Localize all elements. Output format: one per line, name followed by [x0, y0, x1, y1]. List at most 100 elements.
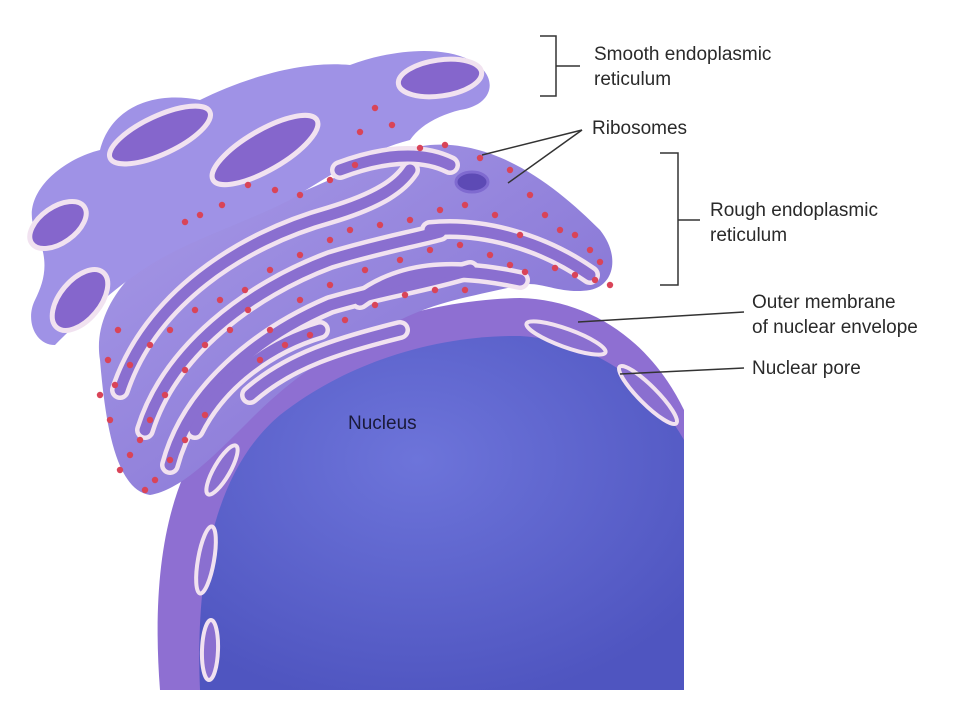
- ribosome-dot: [326, 281, 334, 289]
- ribosome-dot: [461, 201, 469, 209]
- ribosome-dot: [266, 266, 274, 274]
- er-vesicle: [454, 170, 490, 194]
- label-nucleus-text: Nucleus: [348, 413, 417, 434]
- ribosome-dot: [436, 206, 444, 214]
- ribosome-dot: [596, 258, 604, 266]
- ribosome-dot: [266, 326, 274, 334]
- ribosome-dot: [406, 216, 414, 224]
- label-smooth-er: Smooth endoplasmic reticulum: [594, 42, 771, 92]
- ribosome-dot: [181, 436, 189, 444]
- ribosome-dot: [216, 296, 224, 304]
- label-outer-membrane-line2: of nuclear envelope: [752, 317, 918, 338]
- ribosome-dot: [196, 211, 204, 219]
- ribosome-dot: [356, 128, 364, 136]
- ribosome-dot: [388, 121, 396, 129]
- ribosome-dot: [591, 276, 599, 284]
- ribosome-dots: [96, 104, 614, 494]
- ribosome-dot: [141, 486, 149, 494]
- label-ribosomes: Ribosomes: [592, 116, 687, 141]
- ribosome-dot: [516, 231, 524, 239]
- ribosome-dot: [226, 326, 234, 334]
- ribosome-dot: [151, 476, 159, 484]
- ribosome-dot: [571, 231, 579, 239]
- ribosome-dot: [296, 251, 304, 259]
- ribosome-dot: [161, 391, 169, 399]
- ribosome-dot: [201, 411, 209, 419]
- leader-lines: [481, 35, 745, 375]
- ribosome-dot: [361, 266, 369, 274]
- ribosome-dot: [326, 176, 334, 184]
- ribosome-dot: [296, 296, 304, 304]
- envelope-cisternae: [194, 319, 679, 682]
- ribosome-dot: [456, 241, 464, 249]
- ribosome-dot: [271, 186, 279, 194]
- ribosome-dot: [586, 246, 594, 254]
- label-ribosomes-text: Ribosomes: [592, 118, 688, 139]
- ribosome-dot: [341, 316, 349, 324]
- label-rough-er: Rough endoplasmic reticulum: [710, 198, 878, 248]
- ribosome-dot: [426, 246, 434, 254]
- ribosome-dot: [346, 226, 354, 234]
- ribosome-dot: [551, 264, 559, 272]
- ribosome-dot: [126, 451, 134, 459]
- ribosome-dot: [326, 236, 334, 244]
- ribosome-dot: [506, 261, 514, 269]
- smooth-er-cisternae: [27, 56, 485, 333]
- ribosome-dot: [371, 301, 379, 309]
- ribosome-dot: [244, 306, 252, 314]
- ribosome-dot: [181, 366, 189, 374]
- ribosome-dot: [104, 356, 112, 364]
- ribosome-dot: [218, 201, 226, 209]
- label-smooth-er-line1: Smooth endoplasmic: [594, 44, 772, 65]
- nucleus: [199, 335, 684, 690]
- ribosome-dot: [241, 286, 249, 294]
- ribosome-dot: [296, 191, 304, 199]
- ribosome-dot: [146, 341, 154, 349]
- label-nuclear-pore-text: Nuclear pore: [752, 358, 861, 379]
- ribosome-dot: [306, 331, 314, 339]
- ribosome-dot: [541, 211, 549, 219]
- ribosome-dot: [606, 281, 614, 289]
- ribosome-dot: [191, 306, 199, 314]
- ribosome-dot: [556, 226, 564, 234]
- ribosome-dot: [116, 466, 124, 474]
- ribosome-dot: [376, 221, 384, 229]
- ribosome-dot: [571, 271, 579, 279]
- ribosome-dot: [491, 211, 499, 219]
- ribosome-dot: [476, 154, 484, 162]
- ribosome-dot: [201, 341, 209, 349]
- ribosome-dot: [181, 218, 189, 226]
- ribosome-dot: [166, 326, 174, 334]
- ribosome-dot: [396, 256, 404, 264]
- ribosome-dot: [506, 166, 514, 174]
- label-outer-membrane-line1: Outer membrane: [752, 292, 896, 313]
- ribosome-dot: [114, 326, 122, 334]
- ribosome-dot: [106, 416, 114, 424]
- ribosome-dot: [431, 286, 439, 294]
- ribosome-dot: [96, 391, 104, 399]
- ribosome-dot: [521, 268, 529, 276]
- ribosome-dot: [146, 416, 154, 424]
- ribosome-dot: [166, 456, 174, 464]
- ribosome-dot: [401, 291, 409, 299]
- label-nucleus: Nucleus: [348, 411, 417, 436]
- ribosome-dot: [486, 251, 494, 259]
- ribosome-dot: [281, 341, 289, 349]
- ribosome-dot: [351, 161, 359, 169]
- ribosome-dot: [371, 104, 379, 112]
- label-rough-er-line2: reticulum: [710, 225, 788, 246]
- rough-er-cisternae: [110, 146, 600, 475]
- ribosome-dot: [111, 381, 119, 389]
- ribosome-dot: [416, 144, 424, 152]
- ribosome-dot: [126, 361, 134, 369]
- ribosome-dot: [526, 191, 534, 199]
- ribosome-dot: [441, 141, 449, 149]
- label-smooth-er-line2: reticulum: [594, 69, 672, 90]
- label-rough-er-line1: Rough endoplasmic: [710, 200, 878, 221]
- label-nuclear-pore: Nuclear pore: [752, 356, 861, 381]
- ribosome-dot: [244, 181, 252, 189]
- label-outer-membrane: Outer membrane of nuclear envelope: [752, 290, 918, 340]
- ribosome-dot: [256, 356, 264, 364]
- ribosome-dot: [136, 436, 144, 444]
